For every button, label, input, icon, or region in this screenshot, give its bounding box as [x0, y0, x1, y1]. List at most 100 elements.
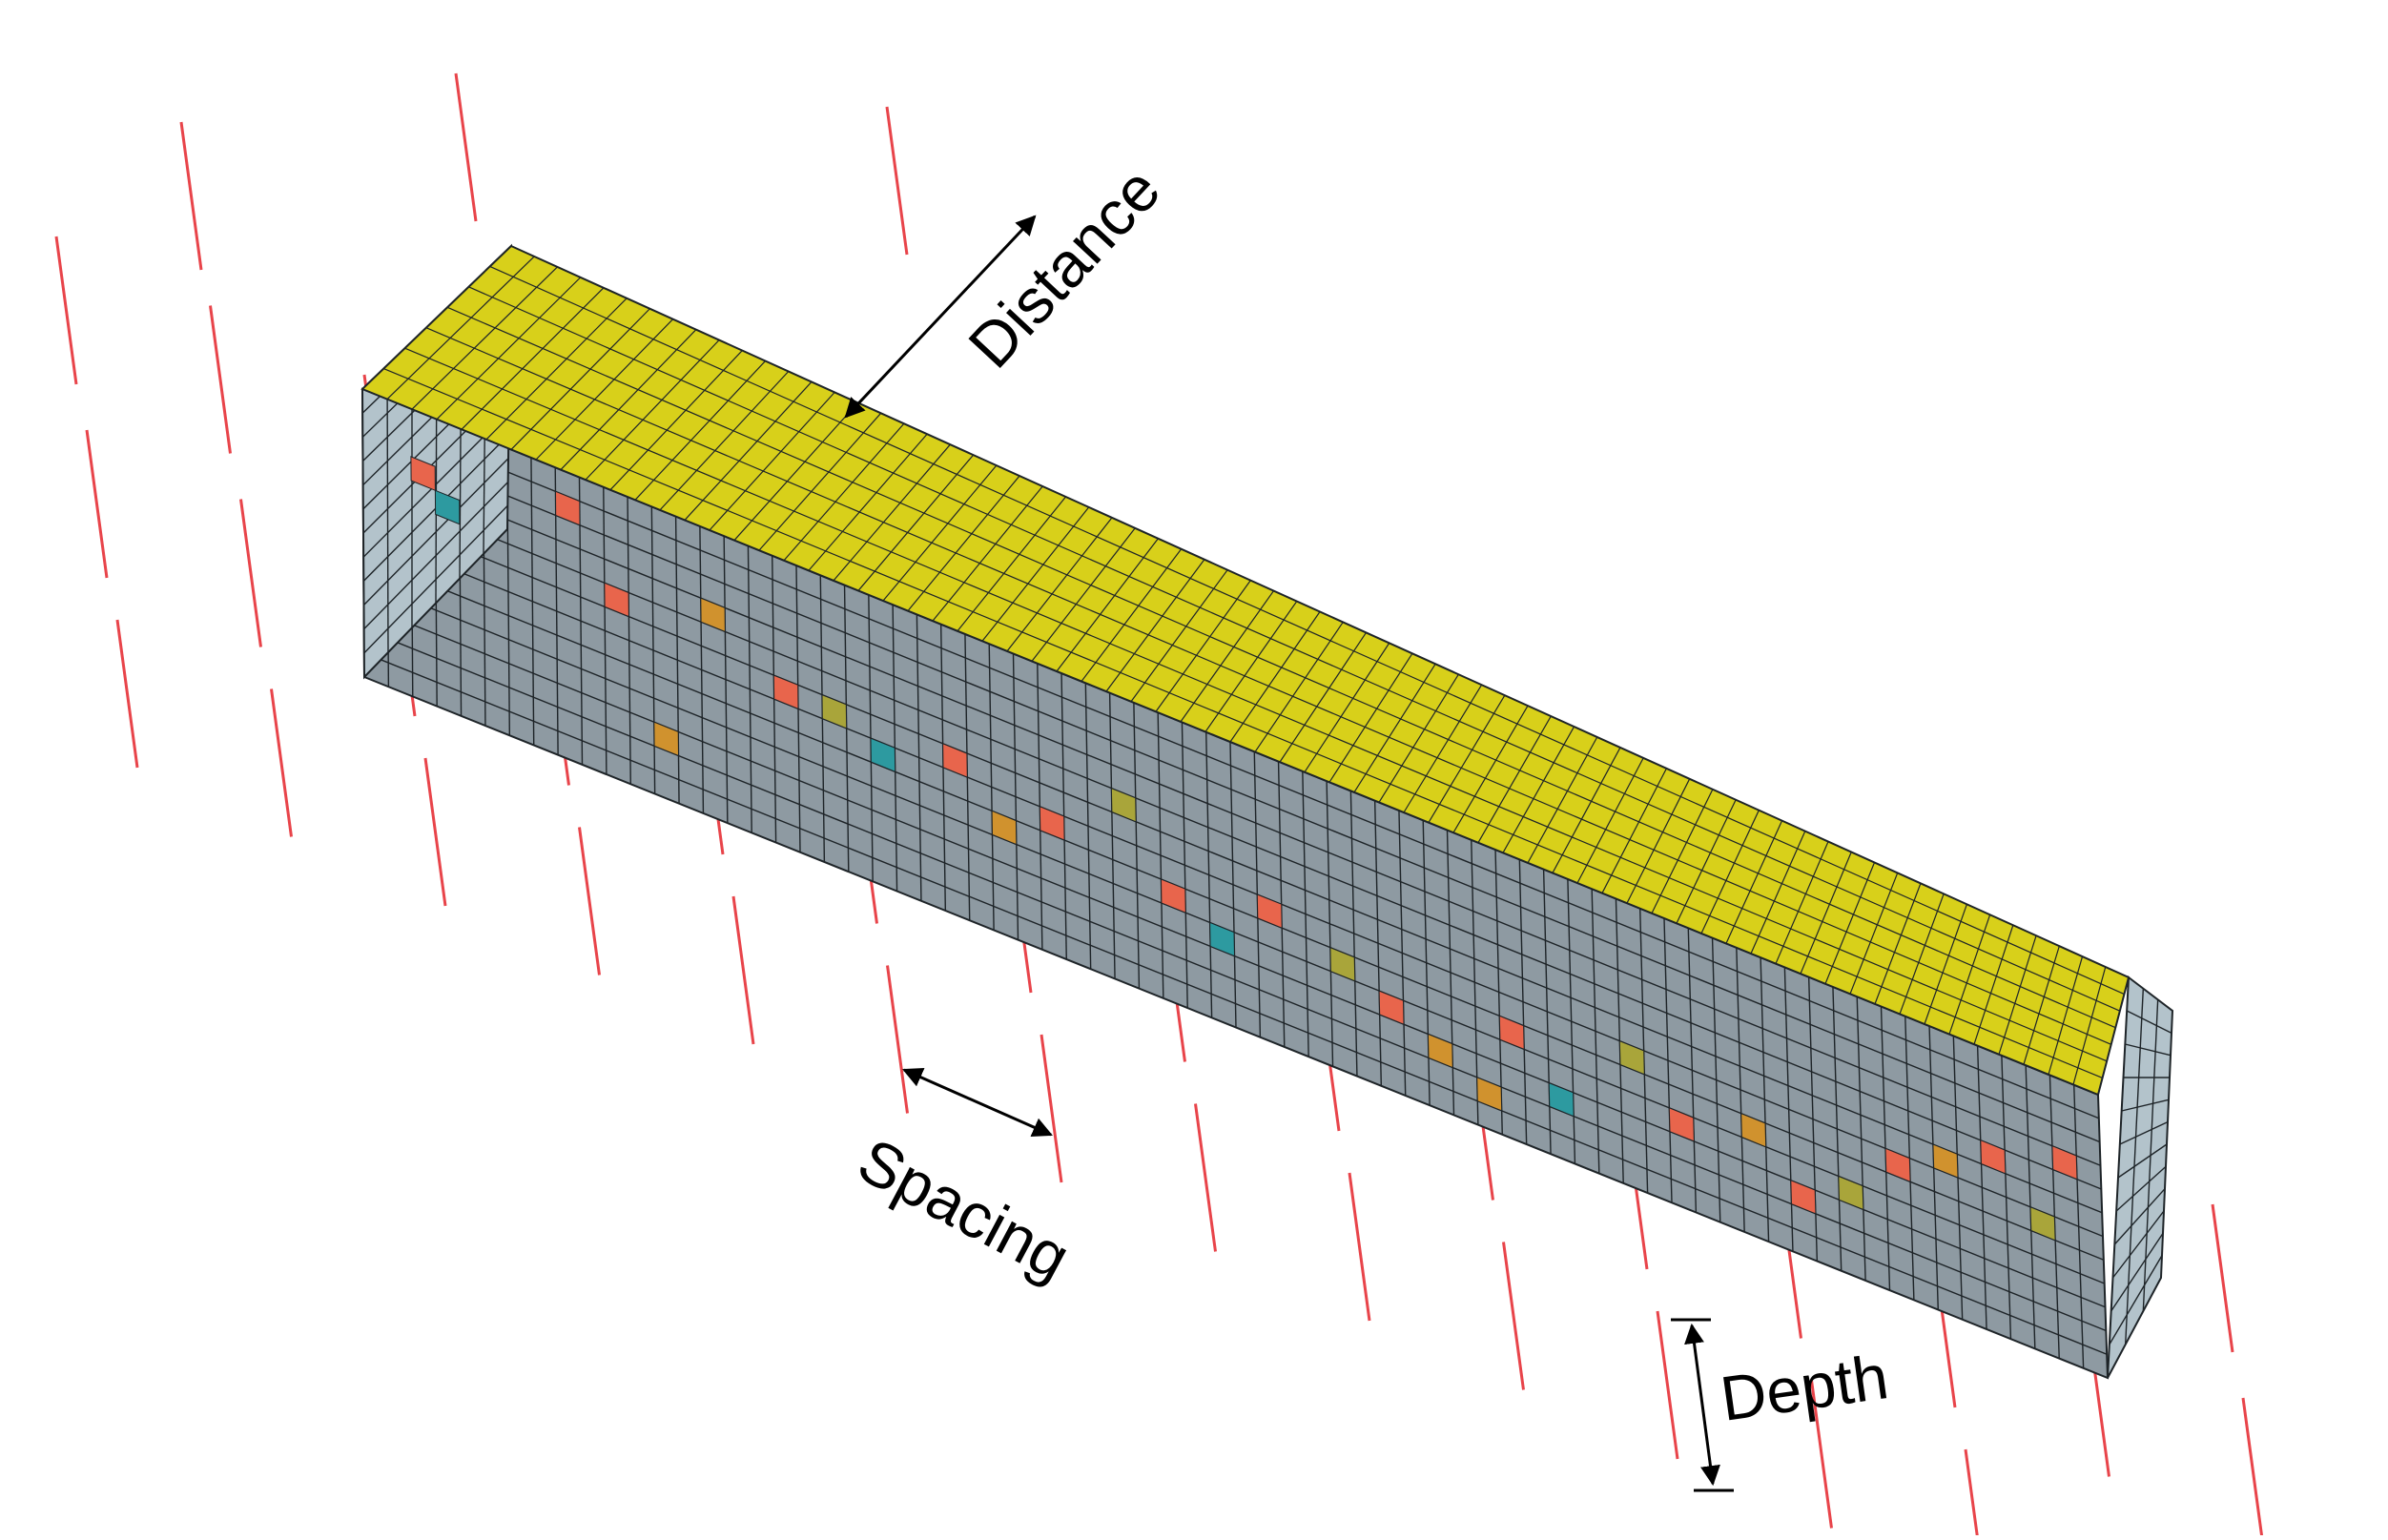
- top-mesh-v-55: [1725, 820, 1783, 944]
- top-mesh-v-16: [758, 412, 882, 551]
- highlight-cell-21: [1668, 1107, 1695, 1142]
- top-mesh-h-2: [468, 286, 2121, 1012]
- highlight-cell-27: [1980, 1139, 2007, 1175]
- highlight-cell-31: [1476, 1077, 1503, 1112]
- top-mesh-v-23: [932, 485, 1043, 622]
- highlight-cell-30: [653, 721, 680, 757]
- top-mesh-v-14: [709, 391, 835, 531]
- pile-line-40: [1656, 1310, 1679, 1460]
- right-mesh-h-2: [2125, 1043, 2172, 1057]
- depth-arrow: [1684, 1323, 1720, 1487]
- highlight-cell-23: [1790, 1180, 1817, 1215]
- highlight-cell-3: [604, 582, 629, 618]
- top-mesh-v-56: [1750, 831, 1806, 955]
- highlight-cell-8: [942, 743, 968, 778]
- pile-line-32: [423, 757, 447, 907]
- top-mesh-v-60: [1849, 873, 1899, 995]
- right-mesh-h-5: [2119, 1121, 2169, 1145]
- top-mesh-v-68: [2048, 955, 2084, 1076]
- highlight-cell-11: [1110, 787, 1137, 823]
- top-mesh-v-10: [609, 350, 743, 491]
- top-mesh-v-38: [1304, 643, 1390, 773]
- top-mesh-h-6: [383, 368, 2103, 1078]
- top-mesh-v-69: [2072, 966, 2107, 1085]
- top-mesh-v-63: [1924, 904, 1967, 1025]
- top-mesh-h-5: [404, 347, 2108, 1062]
- highlight-cell-5: [772, 674, 799, 710]
- right-mesh-h-8: [2113, 1188, 2166, 1245]
- top-mesh-v-40: [1353, 663, 1436, 793]
- right-end-fill: [2107, 975, 2174, 1379]
- top-mesh-v-5: [485, 298, 628, 441]
- top-mesh-v-27: [1031, 527, 1136, 662]
- pile-line-45: [885, 106, 909, 256]
- top-mesh-v-12: [659, 371, 790, 511]
- top-mesh-v-66: [1998, 934, 2037, 1055]
- front-mesh-h-7: [362, 556, 2105, 1261]
- top-mesh-v-59: [1824, 862, 1876, 984]
- top-mesh-v-39: [1328, 653, 1413, 783]
- top-mesh-v-1: [386, 256, 535, 400]
- top-mesh-v-30: [1105, 559, 1205, 692]
- top-mesh-v-8: [560, 329, 697, 470]
- top-mesh-v-20: [857, 454, 975, 591]
- top-mesh-v-29: [1081, 548, 1183, 682]
- pile-line-1: [209, 305, 232, 454]
- top-mesh-v-64: [1948, 914, 1991, 1035]
- highlight-cell-20: [1618, 1039, 1645, 1076]
- top-mesh-v-3: [436, 277, 582, 421]
- beam-top-face: [360, 244, 2131, 1097]
- top-mesh-v-19: [833, 443, 951, 582]
- pile-line-38: [1348, 1172, 1371, 1322]
- top-mesh-v-33: [1180, 590, 1275, 723]
- top-mesh-v-43: [1428, 694, 1506, 823]
- right-mesh-h-6: [2117, 1143, 2168, 1179]
- pile-line-35: [886, 965, 909, 1114]
- pile-line-33: [578, 827, 601, 975]
- top-mesh-v-7: [535, 318, 674, 461]
- highlight-cell-17: [1427, 1033, 1453, 1069]
- top-mesh-v-53: [1676, 799, 1737, 924]
- highlight-cell-13: [1209, 921, 1236, 957]
- top-mesh-v-44: [1452, 705, 1529, 833]
- highlight-cell-7: [870, 737, 896, 773]
- beam-highlight-cells: [410, 456, 2078, 1242]
- right-mesh-h-11: [2109, 1255, 2163, 1345]
- top-mesh-v-57: [1775, 841, 1829, 964]
- top-mesh-v-31: [1130, 569, 1228, 703]
- pile-line-16: [239, 499, 262, 647]
- top-mesh-v-45: [1477, 715, 1552, 844]
- distance-arrow: [844, 215, 1037, 419]
- top-mesh-v-25: [981, 506, 1090, 642]
- highlight-cell-9: [991, 810, 1018, 846]
- beam-model: [360, 243, 2174, 1380]
- top-mesh-h-1: [489, 265, 2125, 996]
- beam-right-end-face: [2107, 975, 2174, 1379]
- top-mesh-v-13: [684, 381, 813, 521]
- distance-annotation: Distance: [844, 154, 1173, 419]
- top-mesh-v-37: [1279, 632, 1367, 763]
- top-mesh-v-54: [1700, 810, 1760, 934]
- top-mesh-v-17: [783, 422, 905, 562]
- left-mesh-h-11: [363, 504, 508, 654]
- top-mesh-v-15: [733, 401, 858, 541]
- top-mesh-v-26: [1006, 517, 1113, 652]
- pile-line-15: [85, 429, 109, 579]
- front-mesh-h-11: [363, 652, 2108, 1355]
- highlight-cell-4: [700, 597, 726, 633]
- highlight-cell-26: [1932, 1143, 1959, 1179]
- spacing-arrow: [902, 1068, 1053, 1137]
- pile-line-39: [1502, 1242, 1525, 1390]
- top-mesh-v-9: [585, 339, 720, 481]
- pile-line-31: [270, 688, 293, 837]
- top-mesh-v-41: [1378, 673, 1459, 803]
- top-mesh-v-50: [1601, 768, 1667, 893]
- top-mesh-v-11: [634, 360, 766, 501]
- highlight-cell-10: [1039, 806, 1065, 841]
- top-mesh-v-24: [957, 496, 1066, 632]
- right-mesh-h-1: [2126, 1010, 2172, 1034]
- top-mesh-v-49: [1576, 757, 1644, 884]
- front-mesh-h-6: [362, 532, 2104, 1238]
- highlight-cell-15: [1329, 946, 1356, 982]
